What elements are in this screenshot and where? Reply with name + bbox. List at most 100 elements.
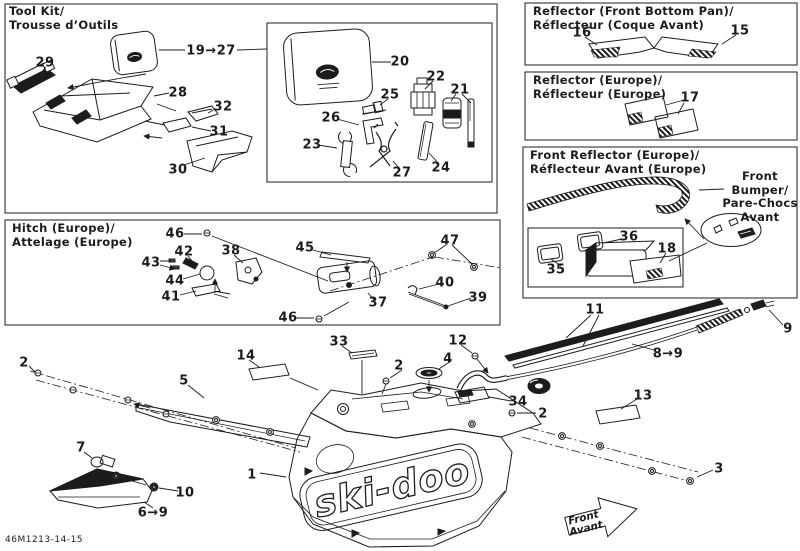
rail-5 bbox=[133, 402, 311, 448]
front-bumper-label-3: Pare-Chocs bbox=[722, 196, 798, 211]
part-callout-37: 37 bbox=[368, 295, 388, 311]
reflector-fbp-title-fr: Réflecteur (Coque Avant) bbox=[533, 17, 705, 32]
wrench-23 bbox=[338, 128, 359, 179]
part-callout-41: 41 bbox=[161, 289, 181, 305]
part-callout-2: 2 bbox=[394, 358, 404, 374]
part-callout-14: 14 bbox=[236, 348, 256, 364]
part-callout-15: 15 bbox=[730, 23, 750, 39]
reflector-front-bottom-pan-title: Reflector (Front Bottom Pan)/ Réflecteur… bbox=[533, 4, 734, 32]
strip-24 bbox=[417, 121, 434, 161]
reflector-europe-title-en: Reflector (Europe)/ bbox=[533, 73, 663, 87]
reflector-front-bottom-pan-box bbox=[524, 2, 798, 66]
plug-7 bbox=[90, 454, 116, 468]
part-callout-46: 46 bbox=[165, 226, 185, 242]
front-bumper-label: Front Bumper/ Pare-Chocs Avant bbox=[710, 169, 800, 224]
tool-kit-bag-20 bbox=[283, 28, 373, 106]
part-callout-7: 7 bbox=[76, 440, 86, 456]
front-reflector-europe-box bbox=[522, 146, 798, 299]
hitch-title-fr: Attelage (Europe) bbox=[12, 234, 133, 249]
part-callout-4: 4 bbox=[443, 351, 453, 367]
part-callout-45: 45 bbox=[295, 240, 315, 256]
bumper-clip-balloon bbox=[700, 213, 762, 247]
tool-kit-bag-small bbox=[110, 30, 158, 76]
reflector-15 bbox=[653, 36, 719, 59]
part-callout-47: 47 bbox=[440, 233, 460, 249]
front-direction-arrow bbox=[564, 497, 638, 538]
part-callout-44: 44 bbox=[165, 273, 185, 289]
wear-strips-11 bbox=[504, 298, 730, 369]
part-callout-36: 36 bbox=[619, 229, 639, 245]
part-callout-3: 3 bbox=[714, 461, 724, 477]
part-callout-38: 38 bbox=[221, 243, 241, 259]
leader-lines bbox=[28, 34, 784, 509]
badge-4 bbox=[415, 367, 443, 379]
hitch-title-en: Hitch (Europe)/ bbox=[12, 221, 115, 235]
reflector-17 bbox=[624, 95, 699, 139]
tray-cover-31 bbox=[162, 117, 192, 133]
part-callout-32: 32 bbox=[213, 99, 233, 115]
tool-tray-28 bbox=[32, 78, 154, 143]
part-callout-35: 35 bbox=[546, 262, 566, 278]
front-reflector-title-en: Front Reflector (Europe)/ bbox=[530, 148, 700, 162]
reflector-europe-title: Reflector (Europe)/ Réflecteur (Europe) bbox=[533, 73, 666, 101]
part-callout-29: 29 bbox=[35, 55, 55, 71]
front-bumper-label-1: Front bbox=[742, 169, 778, 183]
tray-cover-32 bbox=[187, 105, 219, 122]
shim-33 bbox=[348, 349, 378, 360]
tool-kit-box bbox=[4, 3, 498, 214]
part-callout-30: 30 bbox=[168, 162, 188, 178]
bracket-12 bbox=[456, 352, 508, 391]
reflector-europe-box bbox=[524, 71, 798, 141]
panel-13 bbox=[595, 404, 641, 425]
part-callout-12: 12 bbox=[448, 333, 468, 349]
part-callout-27: 27 bbox=[392, 165, 412, 181]
part-callout-28: 28 bbox=[168, 85, 188, 101]
fastener-icons bbox=[34, 369, 694, 485]
svg-text-layer: ski-doo Front Avant bbox=[309, 448, 605, 539]
tool-kit-title-en: Tool Kit/ bbox=[9, 4, 65, 18]
reflector-fbp-title-en: Reflector (Front Bottom Pan)/ bbox=[533, 4, 734, 18]
part-callout-9: 9 bbox=[783, 321, 793, 337]
part-callout-21: 21 bbox=[450, 82, 470, 98]
hitch-parts bbox=[168, 229, 478, 323]
part-callout-22: 22 bbox=[426, 69, 446, 85]
front-bumper-label-2: Bumper/ bbox=[731, 182, 789, 197]
tool-kit-title: Tool Kit/ Trousse d’Outils bbox=[9, 4, 119, 32]
part-callout-13: 13 bbox=[633, 388, 653, 404]
part-callout-6-9: 6→9 bbox=[137, 505, 169, 521]
part-callout-17: 17 bbox=[680, 90, 700, 106]
screwdriver-21 bbox=[442, 97, 475, 148]
grommet bbox=[527, 378, 551, 394]
reflector-16 bbox=[588, 36, 655, 59]
front-bumper-label-4: Avant bbox=[740, 209, 780, 224]
part-callout-26: 26 bbox=[321, 110, 341, 126]
front-bumper-tube bbox=[526, 176, 691, 214]
part-callout-33: 33 bbox=[329, 334, 349, 350]
tool-25 bbox=[361, 100, 387, 115]
cable-8-9 bbox=[504, 299, 775, 381]
part-callout-20: 20 bbox=[390, 54, 410, 70]
part-callout-11: 11 bbox=[585, 302, 605, 318]
part-callout-42: 42 bbox=[174, 244, 194, 260]
tray-base-30 bbox=[186, 130, 253, 173]
part-callout-31: 31 bbox=[209, 124, 229, 140]
hitch-title: Hitch (Europe)/ Attelage (Europe) bbox=[12, 221, 133, 249]
part-callout-46: 46 bbox=[278, 310, 298, 326]
part-callout-5: 5 bbox=[179, 373, 189, 389]
runner-6-9 bbox=[49, 468, 159, 509]
part-callout-2: 2 bbox=[538, 406, 548, 422]
part-callout-18: 18 bbox=[657, 241, 677, 257]
tool-kit-title-fr: Trousse d’Outils bbox=[9, 17, 119, 32]
front-reflector-europe-title: Front Reflector (Europe)/ Réflecteur Ava… bbox=[530, 148, 706, 176]
part-callout-8-9: 8→9 bbox=[652, 346, 684, 362]
front-reflector-parts bbox=[536, 231, 682, 284]
allen-key-26 bbox=[362, 117, 384, 145]
hitch-box bbox=[4, 219, 501, 326]
part-callout-39: 39 bbox=[468, 290, 488, 306]
part-callout-2: 2 bbox=[19, 355, 29, 371]
bottom-pan-1 bbox=[288, 382, 542, 548]
pliers-27 bbox=[369, 121, 399, 168]
tool-kit-strap-29 bbox=[6, 59, 56, 94]
